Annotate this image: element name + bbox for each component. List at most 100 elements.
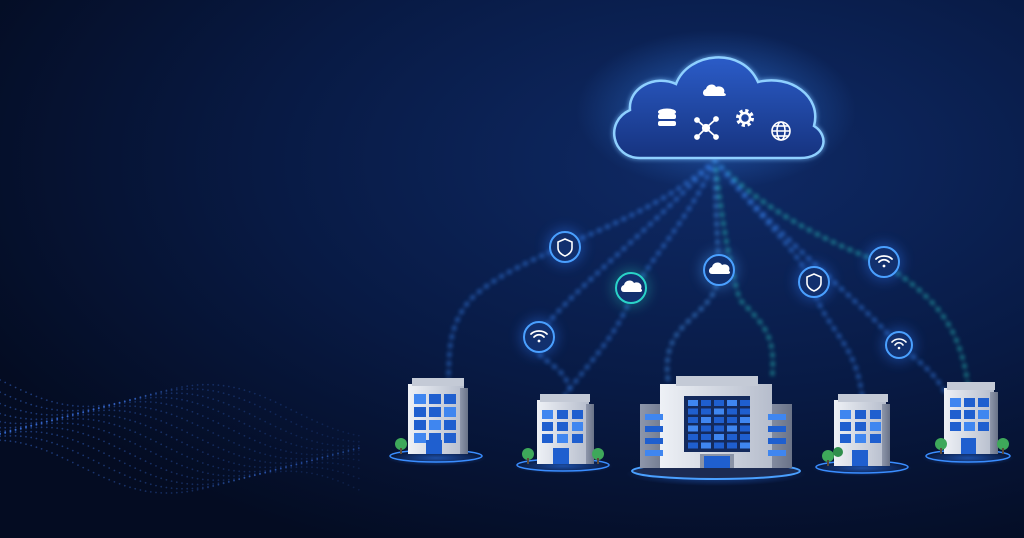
particle [149, 416, 152, 419]
particle [342, 439, 345, 441]
window [870, 434, 881, 443]
particle [139, 396, 142, 399]
particle [337, 470, 339, 473]
particle [274, 401, 277, 404]
particle [191, 422, 194, 424]
particle [207, 486, 209, 489]
particle [279, 467, 282, 470]
particle [274, 468, 277, 471]
particle [181, 453, 183, 456]
particle [181, 441, 183, 444]
particle [71, 413, 74, 416]
particle [25, 422, 27, 425]
particle [227, 439, 230, 442]
particle [56, 434, 59, 437]
particle [56, 402, 59, 404]
particle [118, 401, 121, 404]
particle [45, 399, 48, 401]
particle [300, 463, 303, 465]
particle [149, 438, 152, 441]
particle [305, 460, 308, 463]
particle [170, 413, 173, 416]
particle [321, 456, 324, 459]
particle [19, 435, 22, 438]
particle [40, 397, 43, 400]
particle [66, 418, 69, 420]
particle [165, 458, 168, 460]
particle [175, 388, 178, 391]
particle [97, 438, 100, 441]
particle [113, 403, 116, 405]
particle [134, 398, 137, 401]
particle [14, 428, 17, 431]
window [964, 398, 975, 407]
particle [134, 443, 137, 445]
particle [19, 427, 22, 430]
particle [170, 397, 173, 400]
globe-icon [771, 121, 791, 141]
particle [243, 476, 246, 479]
particle [45, 450, 48, 452]
particle [201, 478, 204, 481]
particle [77, 414, 79, 417]
particle [144, 395, 147, 397]
particle [196, 470, 199, 472]
particle [311, 459, 313, 462]
particle [316, 458, 319, 460]
particle [4, 431, 7, 434]
particle [56, 427, 59, 429]
particle [248, 425, 251, 428]
particle [40, 448, 43, 450]
particle [30, 424, 33, 427]
particle [191, 487, 194, 490]
particle [279, 462, 282, 465]
particle [82, 409, 85, 411]
window [557, 422, 568, 431]
particle [285, 470, 287, 473]
particle [87, 413, 90, 416]
particle [248, 413, 251, 415]
particle [342, 431, 345, 433]
particle [139, 457, 142, 460]
particle [222, 401, 225, 404]
particle [35, 423, 38, 426]
particle [108, 404, 111, 407]
particle [227, 451, 230, 453]
particle [113, 481, 116, 483]
particle [207, 472, 209, 475]
particle [238, 387, 241, 390]
particle [66, 415, 69, 417]
particle [248, 465, 251, 468]
cloud-hub [576, 30, 856, 190]
particle [357, 434, 360, 437]
particle [14, 416, 17, 419]
particle [97, 419, 100, 422]
particle [186, 431, 189, 434]
particle [285, 465, 287, 467]
particle [108, 404, 111, 407]
particle [9, 395, 12, 398]
window [714, 417, 724, 423]
particle [113, 423, 116, 426]
particle [134, 401, 137, 403]
particle [56, 418, 59, 420]
wifi-icon [875, 255, 893, 268]
particle [217, 384, 220, 386]
particle [40, 406, 43, 409]
particle [77, 464, 79, 466]
particle [227, 427, 230, 430]
particle [56, 422, 59, 424]
particle [196, 487, 199, 489]
window [727, 417, 737, 423]
particle [311, 447, 313, 450]
particle [212, 484, 215, 487]
particle [321, 455, 324, 458]
particle [295, 463, 298, 465]
particle [144, 395, 147, 398]
particle [87, 405, 90, 408]
particle [217, 482, 220, 485]
particle [347, 449, 350, 452]
window [855, 410, 866, 419]
particle [243, 464, 246, 467]
cloud-icon [621, 280, 643, 292]
